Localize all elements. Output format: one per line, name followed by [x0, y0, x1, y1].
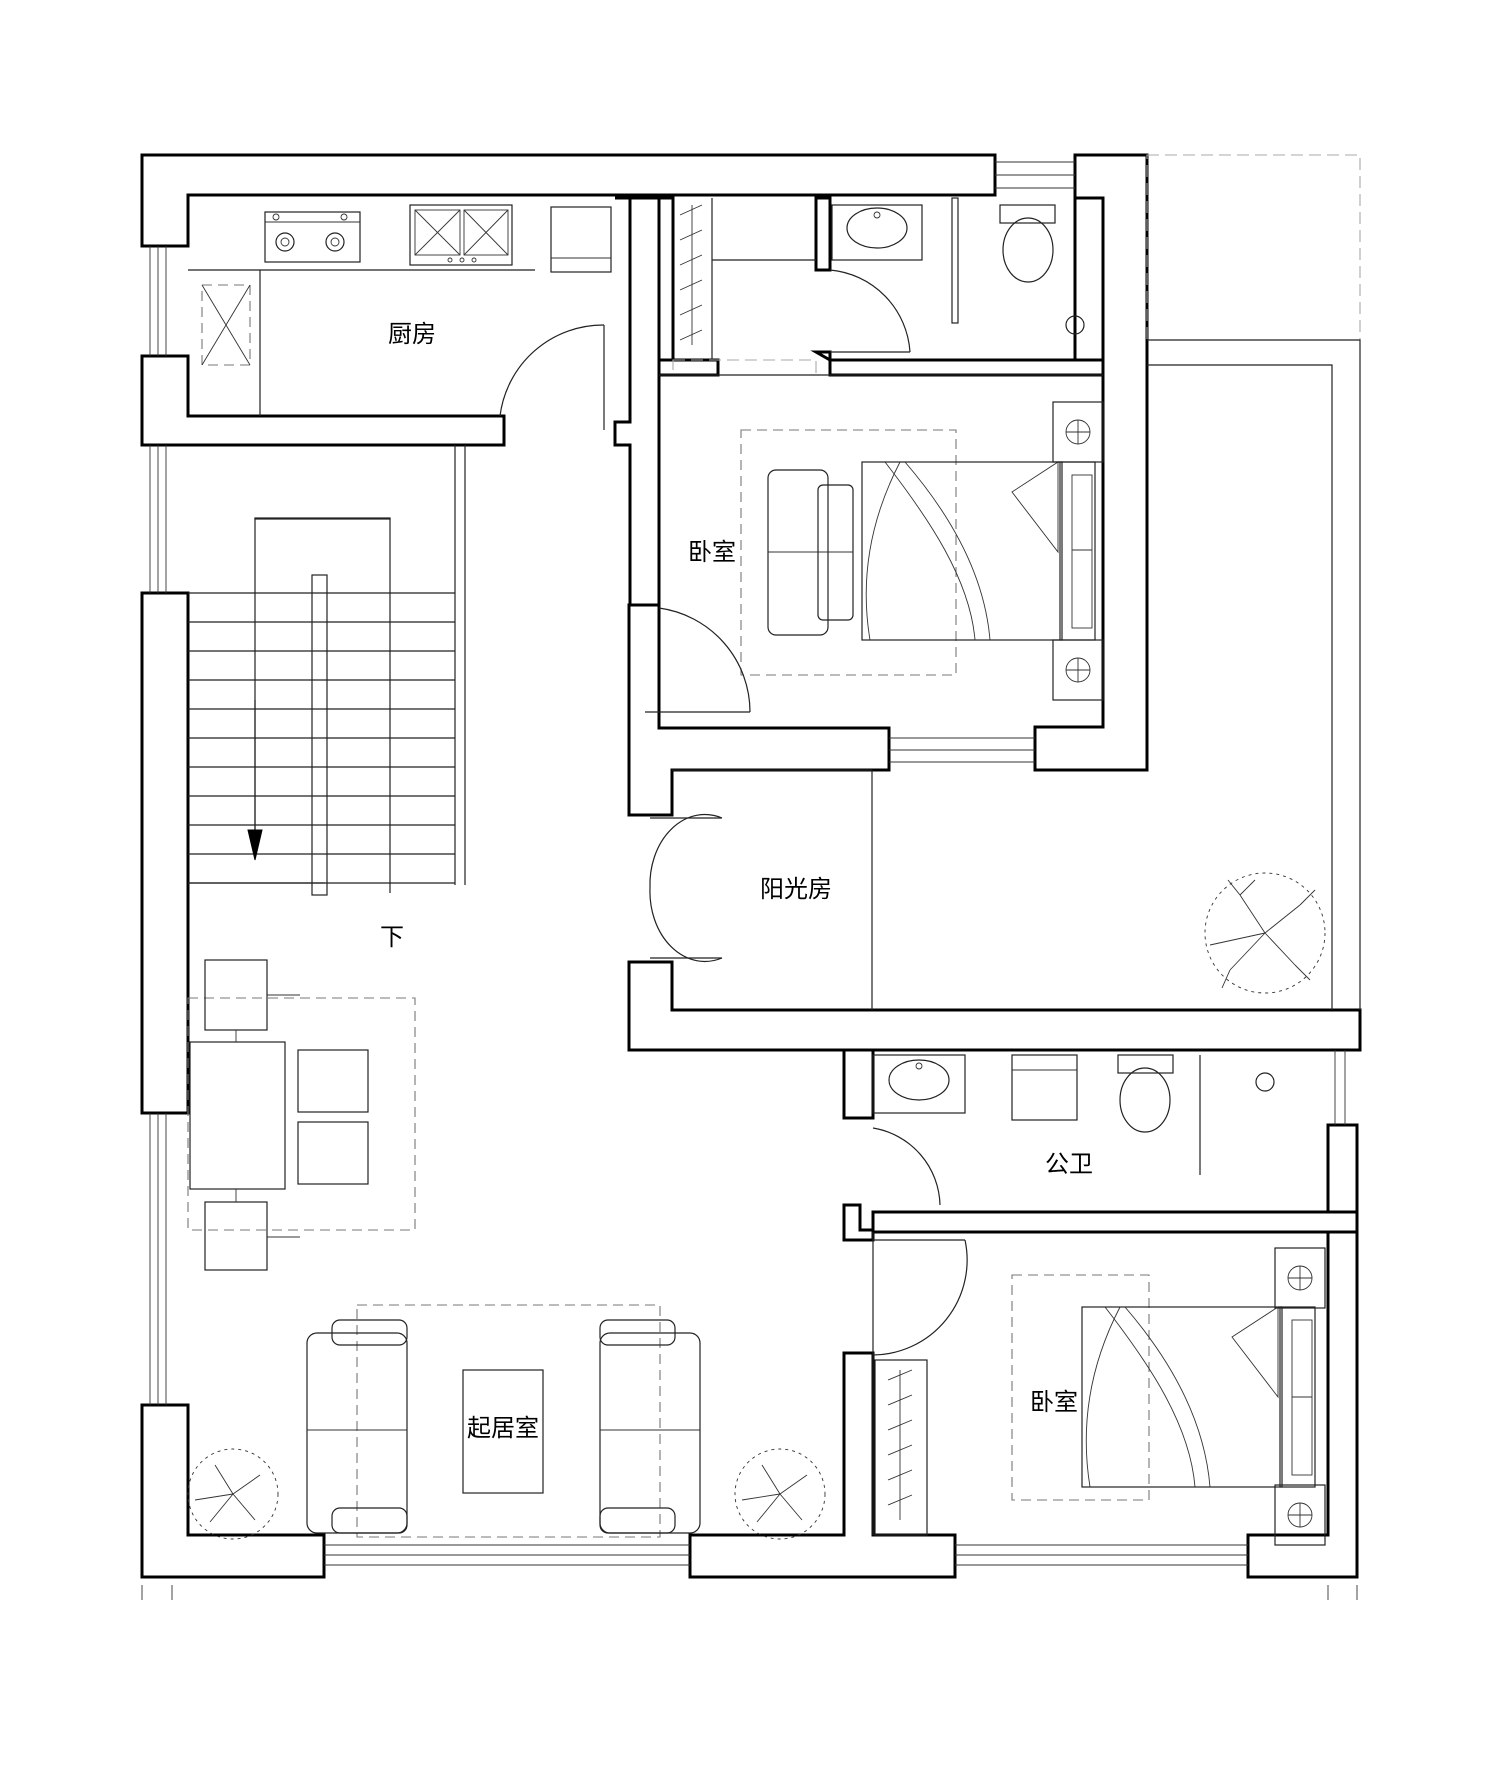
kitchen-label: 厨房	[388, 320, 436, 348]
bedroom-2: 卧室	[872, 1232, 1326, 1546]
bathroom-top	[829, 197, 1085, 353]
kitchen: 厨房	[188, 204, 612, 430]
door-swing-icon	[649, 813, 723, 963]
bed-icon	[861, 401, 1104, 701]
living-room: 起居室	[306, 1304, 701, 1538]
windows	[149, 161, 1346, 1566]
shaft-icon	[201, 284, 251, 366]
wardrobe-icon	[874, 1359, 928, 1536]
door-swing-icon	[499, 324, 605, 430]
wardrobe-icon	[679, 204, 703, 345]
sink-icon	[872, 1054, 966, 1114]
door-swing-icon	[829, 269, 911, 353]
sofa-icon	[306, 1319, 408, 1534]
walls	[140, 153, 1362, 1579]
dining-set	[187, 959, 416, 1271]
fridge-icon	[550, 206, 612, 273]
stove-icon	[264, 211, 361, 263]
door-swing-icon	[872, 1127, 941, 1206]
sunroom-label: 阳光房	[760, 875, 832, 903]
tree-icon	[734, 1448, 826, 1540]
bedroom-1-label: 卧室	[688, 538, 736, 566]
public-bathroom: 公卫	[872, 1054, 1275, 1206]
public-bathroom-label: 公卫	[1045, 1150, 1093, 1178]
closet-top	[672, 198, 817, 376]
stair-arrow-icon	[247, 700, 263, 861]
terrace	[672, 154, 1361, 1010]
toilet-icon	[1117, 1054, 1174, 1133]
toilet-icon	[999, 204, 1056, 283]
sunroom: 阳光房	[649, 813, 832, 963]
sink-icon	[831, 204, 923, 261]
bed-icon	[1081, 1247, 1326, 1546]
washer-icon	[1011, 1054, 1078, 1121]
tree-icon	[1204, 872, 1326, 994]
bedroom-2-label: 卧室	[1030, 1388, 1078, 1416]
stairs: 下	[188, 445, 466, 951]
bedroom-1: 卧室	[645, 374, 1104, 713]
sink-icon	[409, 204, 513, 266]
stair-direction-label: 下	[380, 923, 404, 951]
living-room-label: 起居室	[467, 1414, 539, 1442]
tree-icon	[187, 1448, 279, 1540]
sofa-icon	[599, 1319, 701, 1534]
door-swing-icon	[645, 607, 751, 713]
dimension-ticks	[141, 1585, 1358, 1600]
sofa-icon	[767, 469, 854, 636]
door-swing-icon	[872, 1239, 968, 1356]
